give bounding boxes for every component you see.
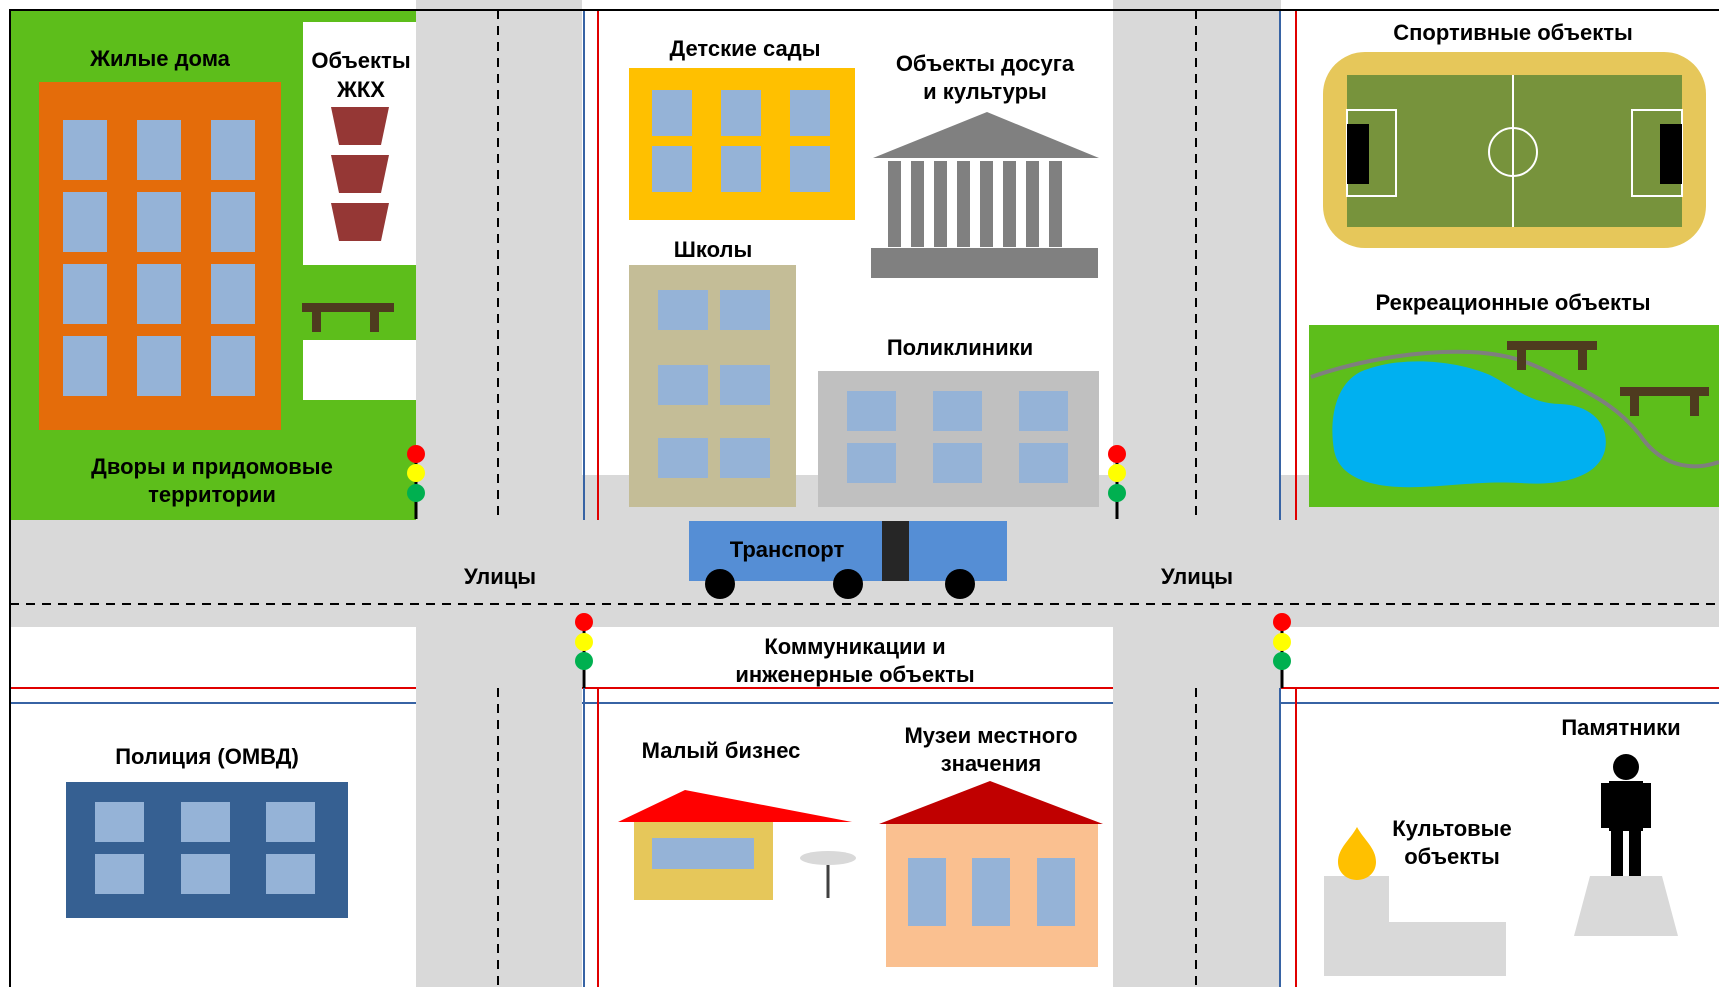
football-field-icon (1346, 75, 1683, 227)
grass-bottom (281, 400, 416, 520)
label-utilities-1: Объекты (311, 48, 410, 73)
traffic-light-icon (1273, 613, 1291, 688)
label-museums-1: Музеи местного (904, 723, 1077, 748)
church-icon (1324, 827, 1506, 976)
label-police: Полиция (ОМВД) (115, 744, 299, 769)
police-windows (95, 802, 315, 894)
label-monuments: Памятники (1561, 715, 1680, 740)
clinic-windows (847, 391, 1068, 483)
label-religious-2: объекты (1404, 844, 1500, 869)
label-leisure-2: и культуры (923, 79, 1047, 104)
grass-right (303, 265, 416, 340)
shop-roof (618, 790, 852, 822)
residential-block: Жилые дома Объекты ЖКХ Дворы и придомовы… (10, 10, 416, 520)
label-streets-right: Улицы (1161, 564, 1233, 589)
bench-icon (302, 303, 394, 332)
social-block: Детские сады Объекты досуга и культуры Ш… (629, 36, 1099, 507)
communication-lines (10, 10, 1719, 987)
museum-roof (879, 781, 1103, 824)
label-yards-1: Дворы и придомовые (91, 454, 333, 479)
label-communications-2: инженерные объекты (735, 662, 974, 687)
label-museums-2: значения (941, 751, 1042, 776)
sports-recreation-block: Спортивные объекты Рекреационные объекты (1309, 20, 1719, 507)
museum-windows (908, 858, 1075, 926)
label-small-business: Малый бизнес (642, 738, 801, 763)
label-recreation: Рекреационные объекты (1375, 290, 1650, 315)
business-museum-block: Малый бизнес Музеи местного значения (618, 723, 1103, 967)
label-religious-1: Культовые (1392, 816, 1511, 841)
kindergarten-windows (652, 90, 830, 192)
shop-window (652, 838, 754, 869)
police-block: Полиция (ОМВД) (66, 744, 348, 918)
cafe-table (800, 851, 856, 865)
traffic-light-icon (575, 613, 593, 688)
utility-pots (331, 107, 389, 241)
label-transport: Транспорт (730, 537, 845, 562)
residential-windows (63, 120, 255, 396)
traffic-light-icon (1108, 445, 1126, 519)
culture-block: Памятники Культовые объекты (1324, 715, 1681, 976)
frame-border (9, 9, 1719, 987)
label-utilities-2: ЖКХ (336, 77, 385, 102)
label-leisure-1: Объекты досуга (896, 51, 1075, 76)
bench-icon (1507, 341, 1709, 416)
label-residential: Жилые дома (89, 46, 231, 71)
traffic-light-icon (407, 445, 425, 519)
school-building (629, 265, 796, 507)
label-clinics: Поликлиники (887, 335, 1033, 360)
bus-icon: Транспорт (689, 521, 1007, 599)
pond (1332, 361, 1606, 488)
park-path (1310, 349, 1719, 469)
school-windows (658, 290, 770, 478)
columned-building-icon (871, 112, 1099, 278)
label-schools: Школы (674, 237, 752, 262)
label-kindergartens: Детские сады (670, 36, 821, 61)
label-yards-2: территории (148, 482, 276, 507)
statue-icon (1574, 754, 1678, 936)
label-sports: Спортивные объекты (1393, 20, 1633, 45)
label-communications-1: Коммуникации и (764, 634, 945, 659)
label-streets-left: Улицы (464, 564, 536, 589)
